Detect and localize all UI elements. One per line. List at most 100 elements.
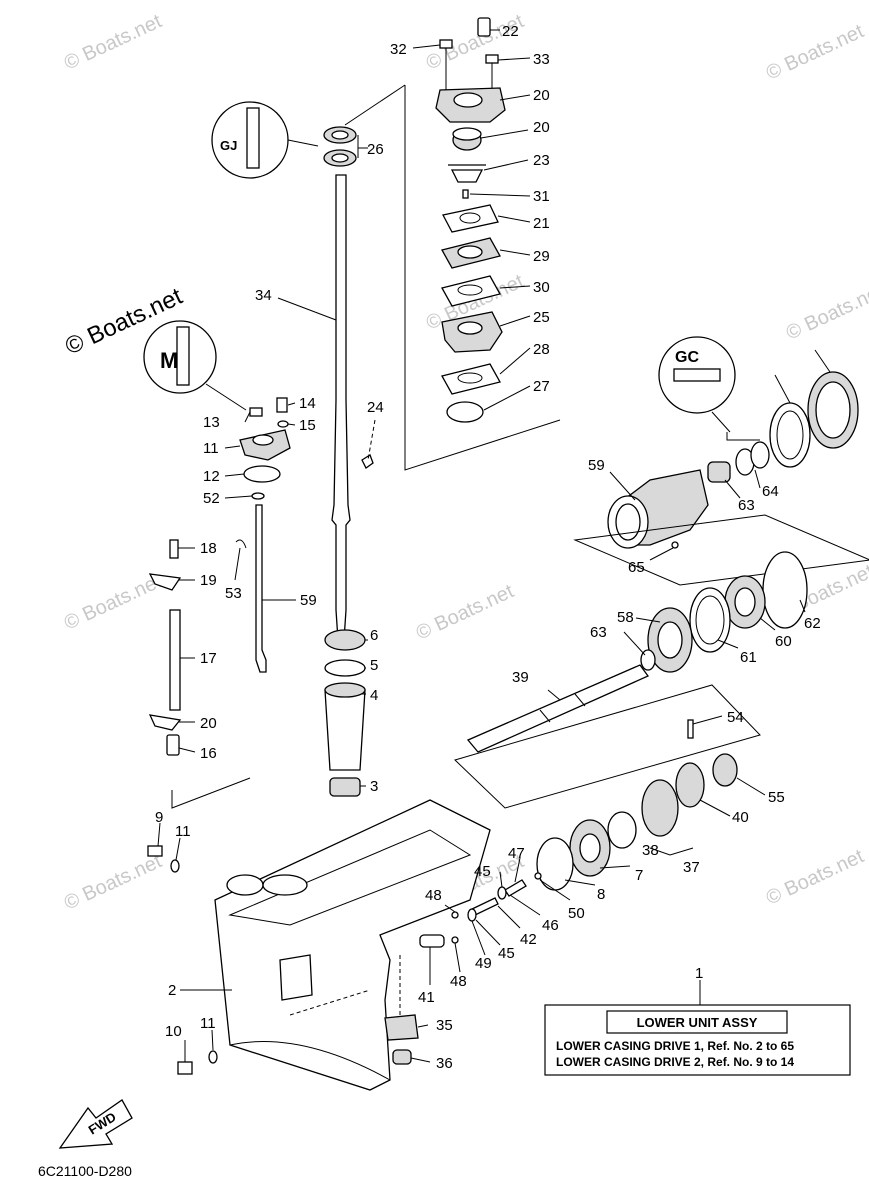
part-label: 47 <box>508 845 525 862</box>
part-label: 63 <box>590 624 607 641</box>
key-26 <box>361 454 374 469</box>
part-label: 53 <box>225 585 242 602</box>
pin-61 <box>671 541 679 549</box>
collar-24 <box>477 17 491 37</box>
part-label: 8 <box>597 886 605 903</box>
part-label: 34 <box>255 287 272 304</box>
lower-casing-group <box>147 799 491 1091</box>
part-label: 58 <box>617 609 634 626</box>
part-label: 39 <box>512 669 529 686</box>
part-label: 4 <box>370 687 378 704</box>
watermark: © Boats.net <box>413 580 518 644</box>
gasket-11b <box>208 1050 218 1064</box>
watermark: © Boats.net <box>763 20 868 84</box>
part-label: 25 <box>533 309 550 326</box>
grommet-20a <box>148 573 182 591</box>
stud-19 <box>169 539 179 559</box>
clip-53 <box>235 539 247 549</box>
part-label: 14 <box>299 395 316 412</box>
part-label: 61 <box>740 649 757 666</box>
forward-gear-39 <box>641 779 679 837</box>
watermark: © Boats.net <box>423 10 528 74</box>
o-ring-13 <box>243 465 281 483</box>
part-label: 22 <box>502 23 519 40</box>
part-label: 38 <box>642 842 659 859</box>
part-label: 45 <box>474 863 491 880</box>
sealant-mark-right: GC <box>675 349 699 366</box>
info-box-title: LOWER UNIT ASSY <box>637 1015 758 1030</box>
part-label: 7 <box>635 867 643 884</box>
bolt-35 <box>485 54 499 64</box>
info-box-line-1: LOWER CASING DRIVE 1, Ref. No. 2 to 65 <box>556 1039 794 1053</box>
part-label: 5 <box>370 657 378 674</box>
part-label: 52 <box>203 490 220 507</box>
group-bracket <box>573 514 869 586</box>
gasket-23 <box>442 204 499 233</box>
part-label: 45 <box>498 945 515 962</box>
part-label: 46 <box>542 917 559 934</box>
fwd-arrow-icon <box>58 1099 133 1149</box>
part-label: 10 <box>165 1023 182 1040</box>
part-label: 24 <box>367 399 384 416</box>
water-pump-group <box>344 17 561 471</box>
part-label: 55 <box>768 789 785 806</box>
part-label: 35 <box>436 1017 453 1034</box>
part-label: 11 <box>175 823 191 840</box>
bearing-6 <box>324 629 366 651</box>
part-label: 27 <box>533 378 550 395</box>
part-label: 59 <box>300 592 317 609</box>
info-box: LOWER UNIT ASSY LOWER CASING DRIVE 1, Re… <box>544 1004 851 1076</box>
sealant-mark-top: GJ <box>220 138 237 153</box>
part-label: 3 <box>370 778 378 795</box>
part-label: 13 <box>203 414 220 431</box>
lower-casing-2 <box>214 799 491 1091</box>
bolt-34 <box>439 39 453 49</box>
part-label: 20 <box>533 87 550 104</box>
part-label: 37 <box>683 859 700 876</box>
sleeve-4 <box>324 689 366 771</box>
part-label: 16 <box>200 745 217 762</box>
part-label: 9 <box>155 809 163 826</box>
part-label: 62 <box>804 615 821 632</box>
part-label: 15 <box>299 417 316 434</box>
ball-48b <box>451 936 459 944</box>
dog-clutch-42 <box>675 762 705 808</box>
part-label: 40 <box>732 809 749 826</box>
part-label: 23 <box>533 152 550 169</box>
part-label: 64 <box>762 483 779 500</box>
o-ring-29 <box>446 401 484 423</box>
group-bracket <box>404 85 561 471</box>
part-label: 65 <box>628 559 645 576</box>
plug-10 <box>177 1061 193 1075</box>
diagram-code: 6C21100-D280 <box>38 1163 132 1179</box>
part-label: 59 <box>588 457 605 474</box>
part-label: 41 <box>418 989 435 1006</box>
gasket-32 <box>441 275 501 307</box>
prop-shaft-housing-group <box>573 371 869 673</box>
part-label: 54 <box>727 709 744 726</box>
part-label: 30 <box>533 279 550 296</box>
part-label: 28 <box>533 341 550 358</box>
watermark: © Boats.net <box>61 570 166 634</box>
water-tube-18 <box>169 609 181 711</box>
washer-45b <box>467 908 477 922</box>
impeller-25 <box>448 164 486 183</box>
part-label: 11 <box>203 440 219 457</box>
part-label: 18 <box>200 540 217 557</box>
sealant-callouts: GJ M GC <box>143 101 760 441</box>
sealant-mark-middle: M <box>160 348 178 373</box>
pin-50 <box>687 719 694 739</box>
o-ring-58 <box>762 551 808 629</box>
claw-washer-62 <box>769 402 811 468</box>
part-label: 20 <box>533 119 550 136</box>
seal-14 <box>249 407 263 417</box>
watermark: © Boats.net <box>61 10 166 74</box>
shift-rod-group <box>148 397 291 809</box>
part-label: 1 <box>695 965 703 982</box>
watermark: © Boats.net <box>61 850 166 914</box>
part-label: 20 <box>200 715 217 732</box>
bearing-59 <box>707 461 731 483</box>
bearing-40 <box>607 811 637 849</box>
washer-16 <box>277 420 289 428</box>
ball-49 <box>534 872 542 880</box>
